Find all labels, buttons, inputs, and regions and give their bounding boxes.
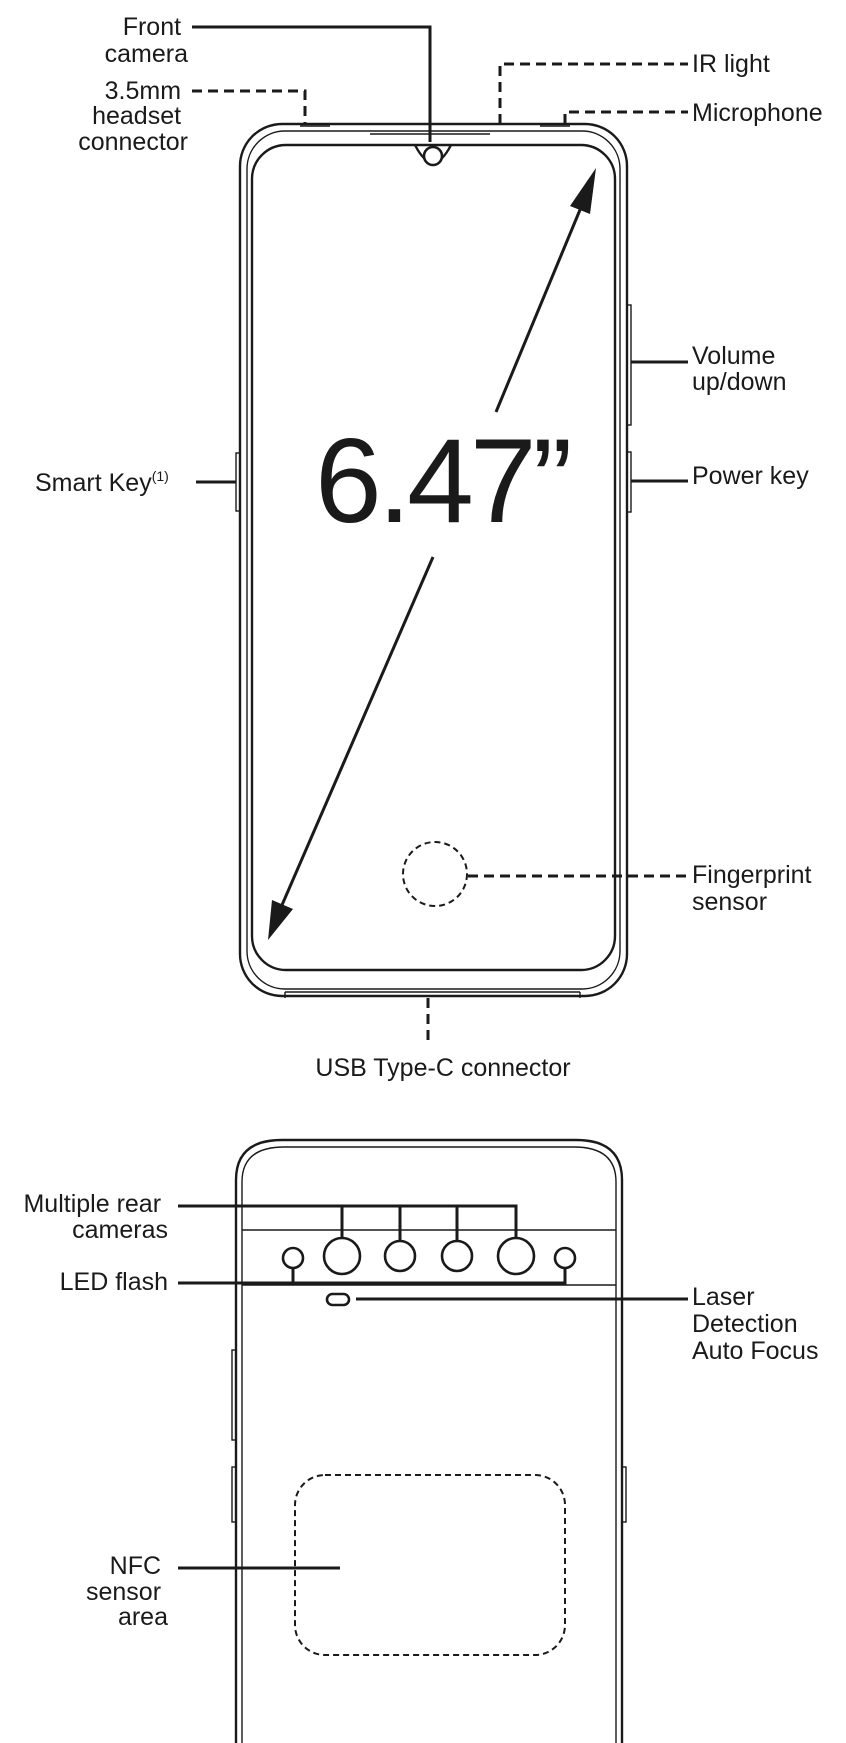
laser-af-sensor	[325, 1292, 351, 1307]
fingerprint-sensor-circle	[402, 841, 468, 907]
front-phone-body	[235, 122, 632, 998]
rear-camera-3	[440, 1239, 474, 1273]
rear-camera-1	[322, 1236, 362, 1276]
label-led-flash: LED flash	[60, 1268, 168, 1296]
front-camera-leader	[192, 25, 432, 142]
rear-cameras-leader	[178, 1204, 518, 1241]
back-phone-body	[231, 1138, 627, 1743]
diagonal-arrow	[268, 168, 596, 940]
label-front-camera: Front camera	[105, 13, 188, 68]
nfc-sensor-area	[294, 1474, 566, 1656]
led-flash-leader	[178, 1268, 567, 1285]
microphone-leader	[563, 110, 688, 124]
label-nfc: NFC sensor area	[86, 1552, 168, 1631]
label-volume: Volume up/down	[692, 342, 787, 396]
label-usb-connector: USB Type-C connector	[315, 1054, 570, 1082]
label-laser-af: Laser Detection Auto Focus	[692, 1283, 818, 1365]
rear-camera-4	[496, 1236, 536, 1276]
label-power-key: Power key	[692, 462, 809, 490]
rear-camera-2	[383, 1239, 417, 1273]
led-flash-left	[281, 1246, 305, 1270]
label-microphone: Microphone	[692, 99, 823, 127]
label-fingerprint-sensor: Fingerprint sensor	[692, 861, 818, 916]
label-headset-connector: 3.5mm headset connector	[78, 77, 188, 156]
label-rear-cameras: Multiple rear cameras	[23, 1190, 168, 1244]
label-ir-light: IR light	[692, 50, 770, 78]
front-camera	[413, 144, 453, 167]
diagonal-size: 6.47”	[315, 414, 569, 548]
led-flash-right	[553, 1246, 577, 1270]
headset-connector-leader	[192, 89, 307, 124]
ir-light-leader	[498, 62, 688, 124]
rear-camera-module	[281, 1236, 577, 1307]
label-smart-key: Smart Key(1)	[35, 468, 169, 497]
